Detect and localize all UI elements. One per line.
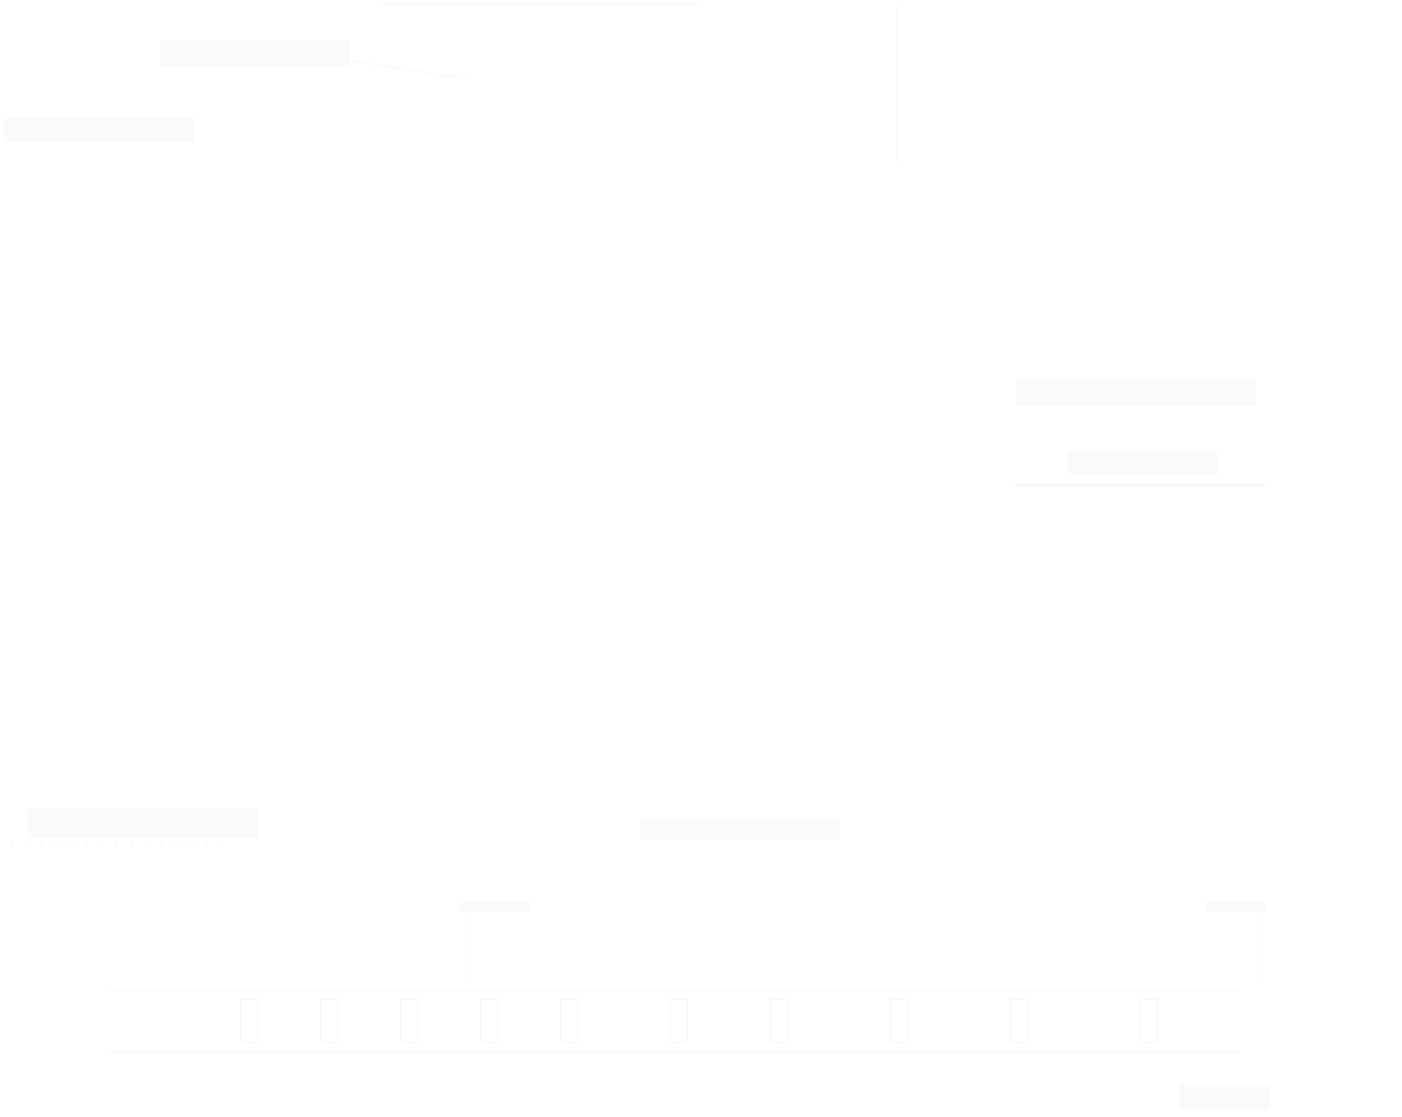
brand-logo[interactable]	[160, 40, 350, 66]
headline-glyph	[770, 999, 788, 1043]
headline-glyph	[890, 999, 908, 1043]
section-caption	[640, 820, 840, 840]
headline-glyph	[240, 999, 258, 1043]
left-label	[460, 902, 530, 912]
headline	[110, 990, 1240, 1052]
subnav-link[interactable]	[4, 118, 194, 142]
headline-glyph	[320, 999, 338, 1043]
footer-label	[1180, 1085, 1270, 1109]
vertical-divider	[896, 3, 897, 165]
headline-glyph	[1140, 999, 1158, 1043]
dotted-divider	[10, 845, 230, 847]
headline-glyph	[560, 999, 578, 1043]
headline-glyph	[1010, 999, 1028, 1043]
section-title	[28, 808, 258, 838]
headline-glyph	[400, 999, 418, 1043]
headline-glyph	[480, 999, 498, 1043]
top-divider	[378, 3, 698, 4]
card-divider	[1014, 484, 1266, 486]
frame-left-edge	[470, 905, 471, 980]
card-subtitle	[1068, 452, 1218, 474]
right-label	[1205, 902, 1265, 912]
card-title	[1016, 380, 1256, 406]
headline-glyph	[670, 999, 688, 1043]
frame-right-edge	[1262, 905, 1263, 980]
